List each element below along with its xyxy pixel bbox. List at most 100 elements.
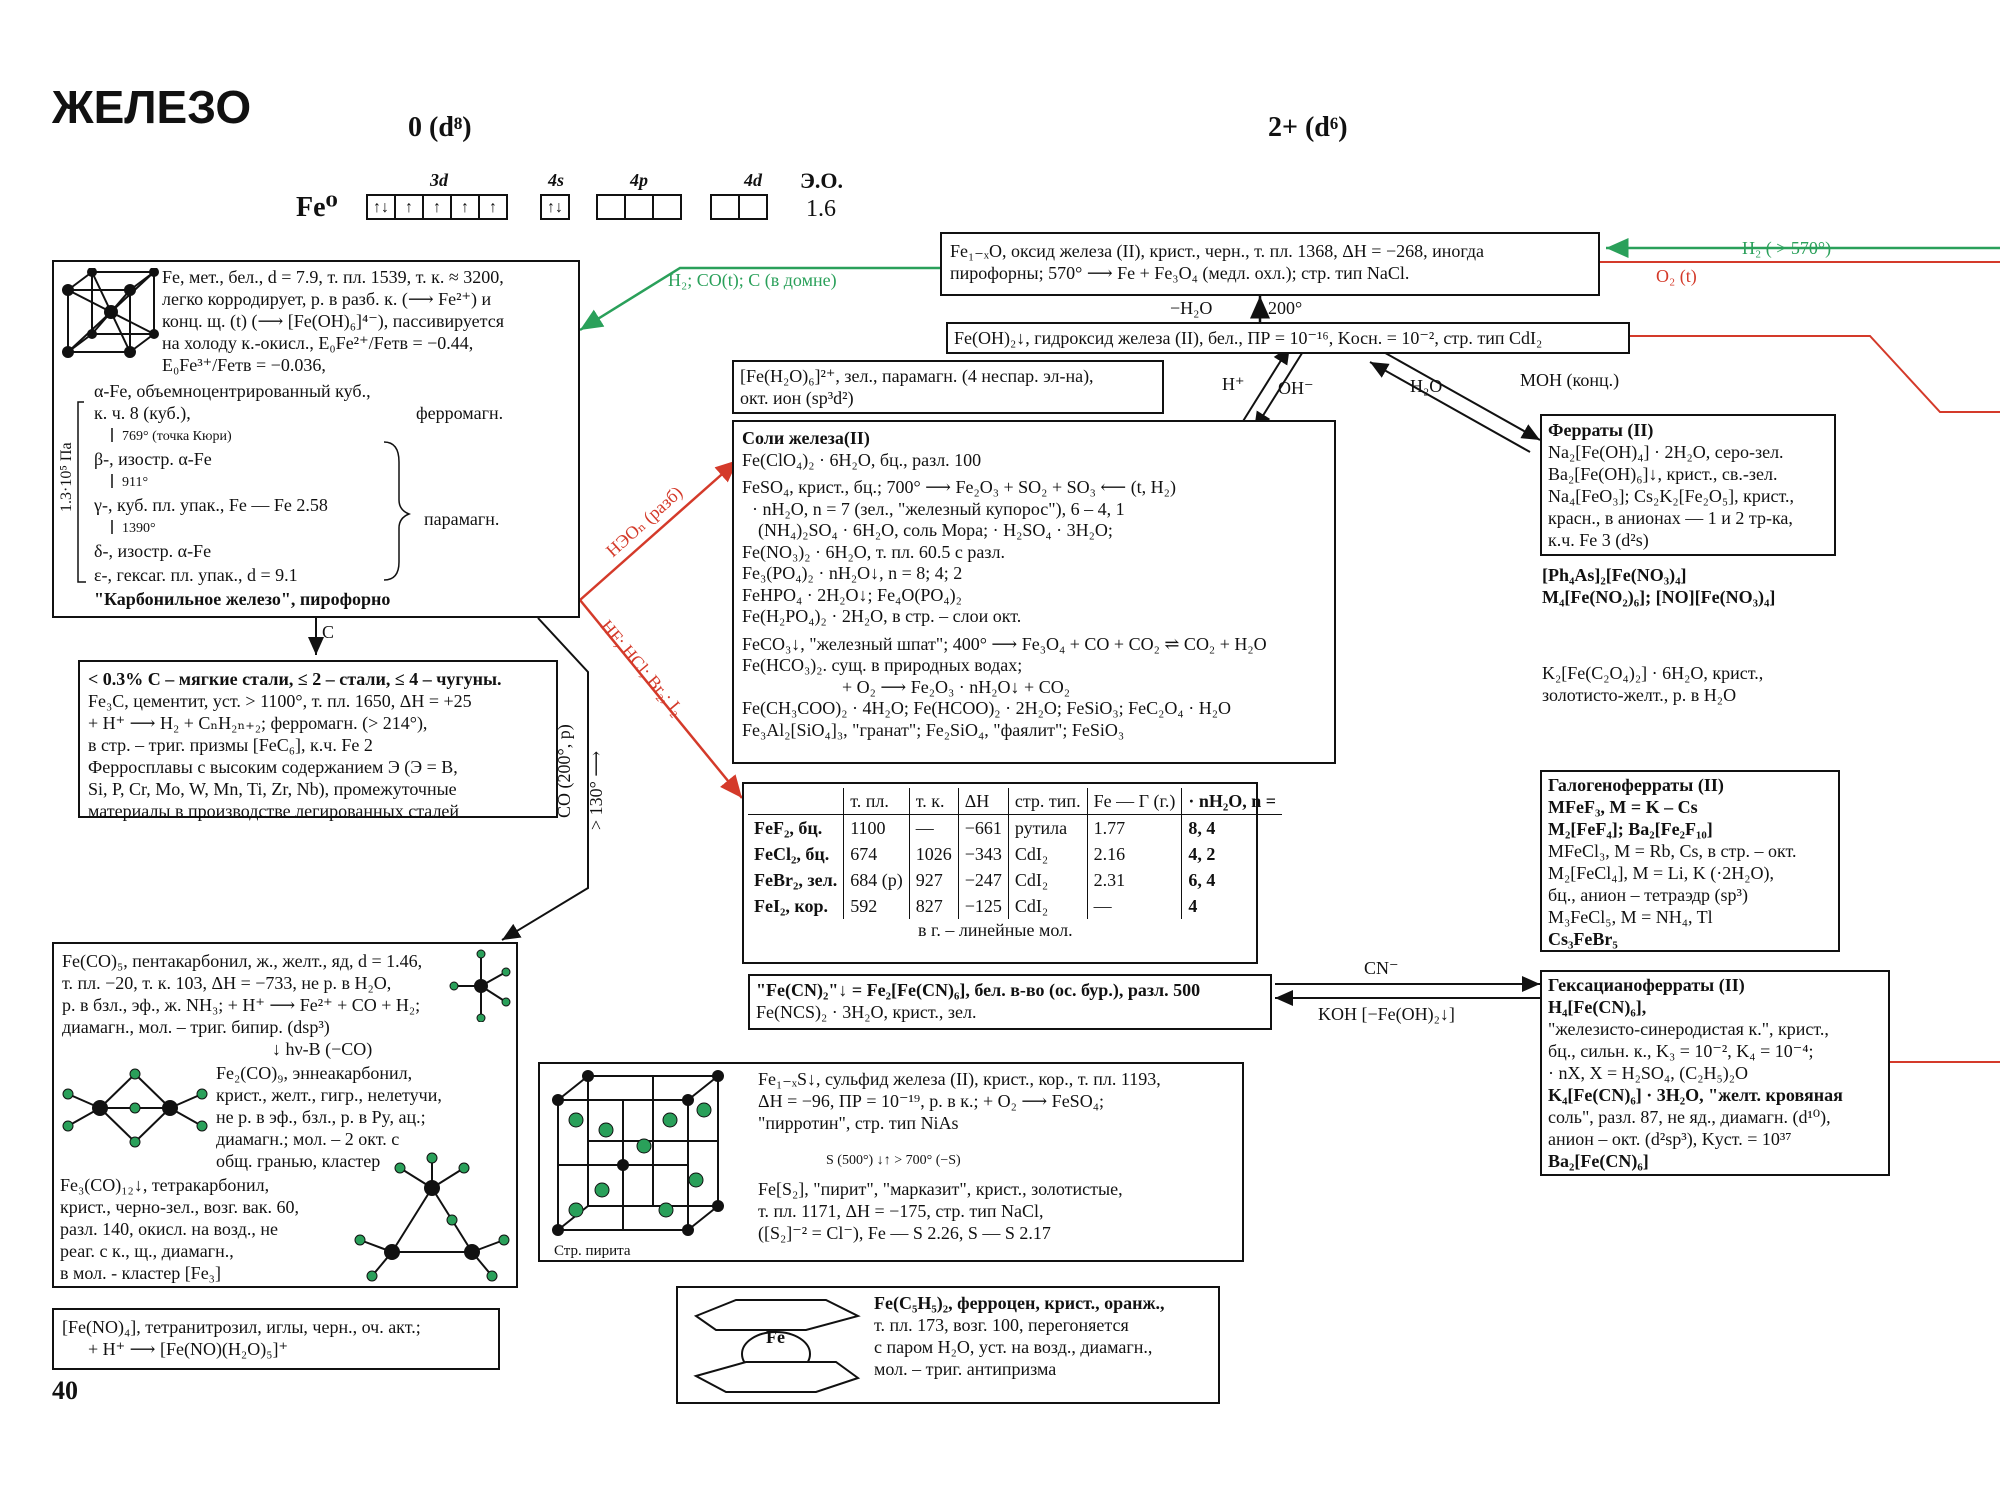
steels-box: < 0.3% C – мягкие стали, ≤ 2 – стали, ≤ … [78,660,558,821]
ferrocene-text: Fe(C₅H₅)₂, ферроцен, крист., оранж., т. … [874,1292,1165,1380]
reduction-label: H₂; CO(t); C (в домне) [668,270,837,290]
koh-label: KOH [−Fe(OH)₂↓] [1318,1004,1455,1024]
orbital-box: ↑↓ [366,194,396,220]
text-line: красн., в анионах — 1 и 2 тр-ка, [1548,508,1793,528]
delta-fe: δ-, изостр. α-Fe [94,541,212,561]
table-cell: 2.31 [1086,867,1182,893]
text-line: Fe(NO₃)₂ · 6H₂O, т. пл. 60.5 с разл. [742,541,1006,562]
gt130-label: > 130° ⟶ [586,750,606,830]
ferrocene-fe-label: Fe [766,1327,785,1347]
oh-minus-label: OH⁻ [1278,378,1314,398]
text-line: [Fe(H₂O)₆]²⁺, зел., парамагн. (4 неспар.… [740,366,1094,386]
text-line: Ba₂[Fe(OH)₆]↓, крист., св.-зел. [1548,464,1778,484]
carbon-label: C [322,622,335,642]
enneacarbonyl-text: Fe₂(CO)₉, эннеакарбонил, крист., желт., … [216,1062,442,1172]
cn-label: CN⁻ [1364,958,1399,978]
text-line: Fe₂(CO)₉, эннеакарбонил, [216,1063,413,1083]
table-cell: CdI₂ [1007,867,1088,893]
temp-1390: 1390° [122,521,156,536]
pentacarbonyl-text: Fe(CO)₅, пентакарбонил, ж., желт., яд, d… [62,950,508,1038]
table-cell: FeBr₂, зел. [754,870,838,890]
text-line: Ферраты (II) [1548,420,1654,440]
ferromag-label: ферромагн. [416,403,504,423]
text-line: золотисто-желт., р. в H₂O [1542,685,1737,705]
orbital-box: ↑↓ [540,194,570,220]
table-cell: −343 [957,841,1009,867]
table-cell: 927 [908,867,959,893]
orbital-box: ↑ [394,194,424,220]
text-line: Si, P, Cr, Mo, W, Mn, Ti, Zr, Nb), проме… [88,779,457,799]
text-line: Na₄[FeO₃]; Cs₂K₂[Fe₂O₅], крист., [1548,486,1795,506]
text-line: конц. щ. (t) (⟶ [Fe(OH)₆]⁴⁻), пассивируе… [162,311,504,331]
text-line: M₂[FeCl₄], M = Li, K (·2H₂O), [1548,863,1774,883]
text-line: диамагн., мол. – триг. бипир. (dsp³) [62,1017,330,1037]
text-line: · nH₂O, n = 7 (зел., "железный купорос")… [752,498,1125,519]
text-line: Ba₂[Fe(CN)₆] [1548,1151,1649,1171]
orbital-box: ↑ [422,194,452,220]
fe2-co9-molecule [62,1068,208,1148]
table-cell: CdI₂ [1007,893,1088,919]
pyrrhotite-text: Fe₁₋ₓS↓, сульфид железа (II), крист., ко… [758,1068,1161,1134]
t200-label: 200° [1268,298,1303,318]
table-cell: FeF₂, бц. [754,818,823,838]
table-header: Fe — Г (г.) [1086,788,1182,815]
text-line: (NH₄)₂SO₄ · 6H₂O, соль Мора; · H₂SO₄ · 3… [758,520,1113,540]
text-line: Fe(CH₃COO)₂ · 4H₂O; Fe(HCOO)₂ · 2H₂O; Fe… [742,698,1231,718]
cyanide-box: "Fe(CN)₂"↓ = Fe₂[Fe(CN)₆], бел. в-во (ос… [748,974,1272,1030]
paramag-label: парамагн. [424,509,500,529]
text-line: Fe[S₂], "пирит", "марказит", крист., зол… [758,1179,1123,1199]
text-line: мол. – триг. антипризма [874,1359,1057,1379]
ox0-header: 0 (d⁸) [408,112,472,143]
text-line: "железисто-синеродистая к.", крист., [1548,1019,1829,1039]
gamma-fe: γ-, куб. пл. упак., Fe — Fe 2.58 [94,495,328,515]
feoh2-box: Fe(OH)₂↓, гидроксид железа (II), бел., П… [946,322,1630,354]
text-line: + H⁺ ⟶ [Fe(NO)(H₂O)₅]⁺ [88,1339,288,1359]
table-cell: 6, 4 [1181,867,1283,893]
table-cell: CdI₂ [1007,841,1088,867]
text-line: Гексацианоферраты (II) [1548,975,1745,995]
carbonyls-box: Fe(CO)₅, пентакарбонил, ж., желт., яд, d… [52,942,518,1288]
acid-arrow [579,459,739,601]
fe-co5-molecule [449,949,511,1022]
table-cell: 684 (p) [843,867,910,893]
bcc-lattice-diagram [62,268,159,358]
orbital-boxes-4s: ↑↓ [540,194,570,220]
beta-fe: β-, изостр. α-Fe [94,449,212,469]
text-line: Соли железа(II) [742,428,870,448]
table-header: стр. тип. [1007,788,1088,815]
table-cell: −125 [957,893,1009,919]
nitrato-ferrates: [Ph₄As]₂[Fe(NO₃)₄] M₄[Fe(NO₂)₆]; [NO][Fe… [1542,564,1775,608]
haloferrates-box: Галогеноферраты (II) MFeF₃, M = K – Cs M… [1540,770,1840,952]
text-line: MFeF₃, M = K – Cs [1548,797,1698,817]
text-line: M₃FeCl₅, M = NH₄, Tl [1548,907,1713,927]
text-line: + O₂ ⟶ Fe₂O₃ · nH₂O↓ + CO₂ [842,676,1070,697]
text-line: Cs₃FeBr₅ [1548,929,1618,949]
text-line: разл. 140, окисл. на возд., не [60,1219,278,1239]
table-header: т. пл. [843,788,910,815]
fe0-symbol: Fe⁰ [296,192,338,223]
halogen-arrow [579,599,743,799]
ferrates-box: Ферраты (II) Na₂[Fe(OH)₄] · 2H₂O, серо-з… [1540,414,1836,556]
orbital-label-4d: 4d [744,170,762,190]
curie-temp: 769° (точка Кюри) [122,429,232,444]
table-header-row: т. пл. т. к. ΔH стр. тип. Fe — Г (г.) · … [748,788,1283,815]
text-line: крист., желт., гигр., нелетучи, [216,1085,442,1105]
orbital-label-4s: 4s [548,170,565,190]
orbital-box: ↑ [478,194,508,220]
page-title: ЖЕЛЕЗО [52,81,252,133]
nitrosyl-box: [Fe(NO)₄], тетранитрозил, иглы, черн., о… [52,1308,500,1370]
table-cell: FeCl₂, бц. [754,844,830,864]
text-line: соль", разл. 87, не яд., диамагн. (d¹⁰), [1548,1107,1831,1127]
phase-brackets [77,401,412,583]
text-line: Fe₃C, цементит, уст. > 1100°, т. пл. 165… [88,691,472,711]
hv-arrow: ↓ hν-B (−CO) [272,1039,373,1059]
co-label: CO (200°, p) [554,724,574,818]
text-line: т. пл. −20, т. к. 103, ΔH = −733, не р. … [62,973,392,993]
orbital-boxes-4p [596,194,682,220]
text-line: K₂[Fe(C₂O₄)₂] · 6H₂O, крист., [1542,663,1764,683]
table-header: ΔH [957,788,1009,815]
sulfide-transition: S (500°) ↓↑ > 700° (−S) [826,1153,961,1168]
